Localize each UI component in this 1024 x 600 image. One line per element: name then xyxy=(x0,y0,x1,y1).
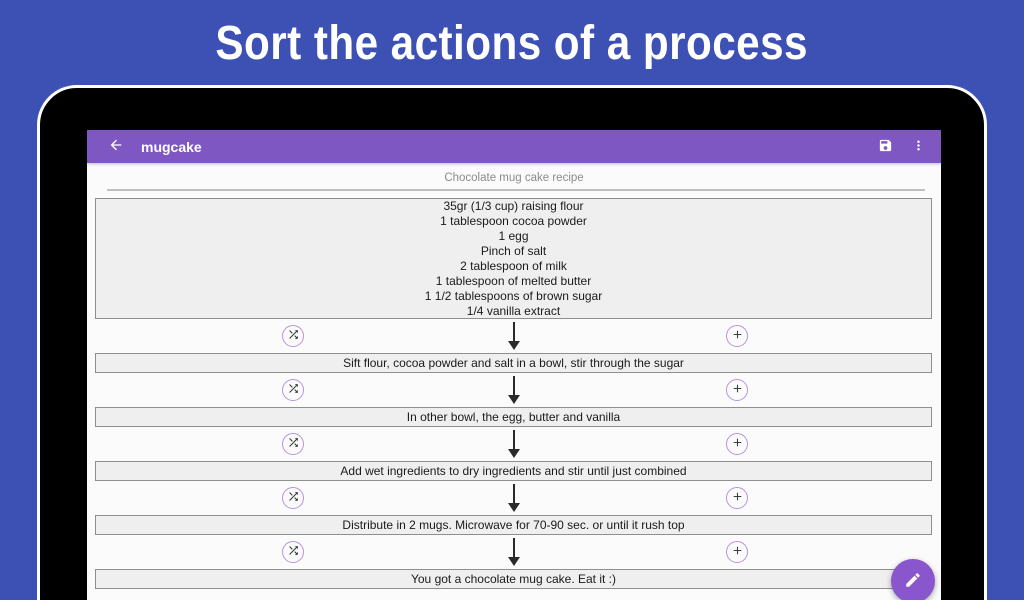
app-screen: mugcake Chocolate mug cake recipe 35gr (… xyxy=(87,130,941,600)
plus-icon xyxy=(731,544,744,560)
shuffle-button[interactable] xyxy=(282,541,304,563)
shuffle-button[interactable] xyxy=(282,487,304,509)
ingredient-line: 1 1/2 tablespoons of brown sugar xyxy=(424,288,603,303)
ingredient-line: 35gr (1/3 cup) raising flour xyxy=(443,198,584,213)
action-row xyxy=(95,427,932,461)
down-arrow-icon xyxy=(507,484,521,518)
save-icon xyxy=(878,138,893,156)
ingredient-line: Pinch of salt xyxy=(480,243,547,258)
down-arrow-icon xyxy=(507,538,521,572)
add-step-button[interactable] xyxy=(726,433,748,455)
shuffle-icon xyxy=(287,490,300,506)
step-box[interactable]: Add wet ingredients to dry ingredients a… xyxy=(95,461,932,481)
recipe-title: Chocolate mug cake recipe xyxy=(444,172,584,184)
banner-title: Sort the actions of a process xyxy=(215,16,809,70)
tablet-frame: mugcake Chocolate mug cake recipe 35gr (… xyxy=(37,85,987,600)
more-vert-icon xyxy=(911,138,926,156)
step-box[interactable]: In other bowl, the egg, butter and vanil… xyxy=(95,407,932,427)
shuffle-button[interactable] xyxy=(282,433,304,455)
add-step-button[interactable] xyxy=(726,541,748,563)
back-button[interactable] xyxy=(107,138,125,156)
down-arrow-icon xyxy=(507,376,521,410)
shuffle-icon xyxy=(287,382,300,398)
arrow-back-icon xyxy=(108,137,124,156)
plus-icon xyxy=(731,328,744,344)
step-box[interactable]: You got a chocolate mug cake. Eat it :) xyxy=(95,569,932,589)
ingredients-box[interactable]: 35gr (1/3 cup) raising flour 1 tablespoo… xyxy=(95,198,932,319)
shuffle-icon xyxy=(287,436,300,452)
ingredient-line: 1 tablespoon of melted butter xyxy=(435,273,592,288)
add-step-button[interactable] xyxy=(726,325,748,347)
plus-icon xyxy=(731,490,744,506)
overflow-menu-button[interactable] xyxy=(909,138,927,156)
heading-divider xyxy=(107,189,925,191)
step-box[interactable]: Distribute in 2 mugs. Microwave for 70-9… xyxy=(95,515,932,535)
toolbar-title: mugcake xyxy=(141,138,202,155)
plus-icon xyxy=(731,436,744,452)
action-row xyxy=(95,319,932,353)
edit-pencil-icon xyxy=(904,571,922,592)
plus-icon xyxy=(731,382,744,398)
ingredient-line: 1 egg xyxy=(498,228,529,243)
top-banner: Sort the actions of a process xyxy=(0,0,1024,86)
shuffle-icon xyxy=(287,328,300,344)
edit-fab[interactable] xyxy=(891,559,935,600)
action-row xyxy=(95,481,932,515)
add-step-button[interactable] xyxy=(726,379,748,401)
app-toolbar: mugcake xyxy=(87,130,941,163)
shuffle-icon xyxy=(287,544,300,560)
down-arrow-icon xyxy=(507,322,521,356)
toolbar-actions xyxy=(876,138,933,156)
step-box[interactable]: Sift flour, cocoa powder and salt in a b… xyxy=(95,353,932,373)
action-row xyxy=(95,373,932,407)
save-button[interactable] xyxy=(876,138,894,156)
ingredient-line: 1/4 vanilla extract xyxy=(466,303,561,318)
ingredient-line: 2 tablespoon of milk xyxy=(460,258,567,273)
action-row xyxy=(95,535,932,569)
down-arrow-icon xyxy=(507,430,521,464)
shuffle-button[interactable] xyxy=(282,379,304,401)
add-step-button[interactable] xyxy=(726,487,748,509)
shuffle-button[interactable] xyxy=(282,325,304,347)
ingredient-line: 1 tablespoon cocoa powder xyxy=(440,213,587,228)
